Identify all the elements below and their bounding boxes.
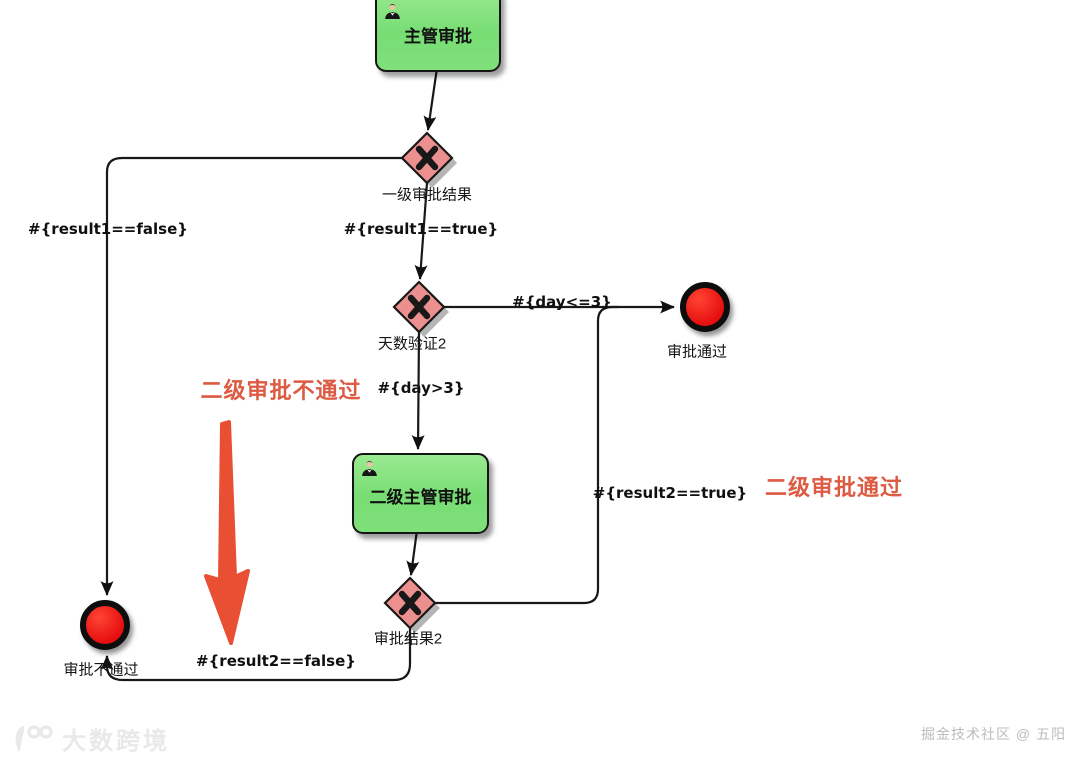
watermark-logo-icon [15,725,53,752]
annotation-second-level-pass: 二级审批通过 [764,475,904,500]
edge-result2-false [100,627,412,682]
watermark-text: 大数跨境 [62,727,170,755]
gateway-day-validation-label: 天数验证2 [377,335,447,353]
annotation-second-level-fail: 二级审批不通过 [200,378,362,403]
gateway-first-level-result [396,127,466,197]
exclusive-gateway-icon [392,280,449,337]
end-event-approved-label: 审批通过 [666,343,728,361]
task-second-level-approval-label: 二级主管审批 [369,488,472,507]
end-event-rejected [80,600,130,650]
task-second-level-approval: 二级主管审批 [352,453,489,534]
user-task-person-icon [362,460,377,477]
edge-task1-gateway1 [423,67,439,131]
edge-result1-true [414,182,429,280]
edge-day-gt3 [411,331,425,450]
edge-result1-false [100,156,402,596]
exclusive-gateway-icon [400,131,457,188]
watermark: 大数跨境 [8,720,170,756]
red-annotation-arrow-icon [204,420,250,645]
edge-task2-gateway3 [406,529,420,576]
exclusive-gateway-icon [383,576,440,633]
gateway-approval-result-2 [379,572,449,642]
gateway-approval-result-2-label: 审批结果2 [373,630,443,648]
gateway-first-level-result-label: 一级审批结果 [381,186,473,204]
gateway-day-validation [388,276,458,346]
end-event-rejected-label: 审批不通过 [63,661,139,679]
edge-label-result2-false: #{result2==false} [196,652,356,670]
end-event-approved [680,282,730,332]
task-supervisor-approval: 主管审批 [375,0,501,72]
edge-label-result1-false: #{result1==false} [28,220,188,238]
community-credit: 掘金技术社区 @ 五阳 [921,726,1066,742]
task-supervisor-approval-label: 主管审批 [404,27,472,46]
edge-label-day-gt3: #{day>3} [377,379,465,397]
edge-label-result1-true: #{result1==true} [343,220,499,238]
edge-label-day-le3: #{day<=3} [512,293,612,311]
user-task-person-icon [385,3,400,20]
edge-label-result2-true: #{result2==true} [592,484,748,502]
